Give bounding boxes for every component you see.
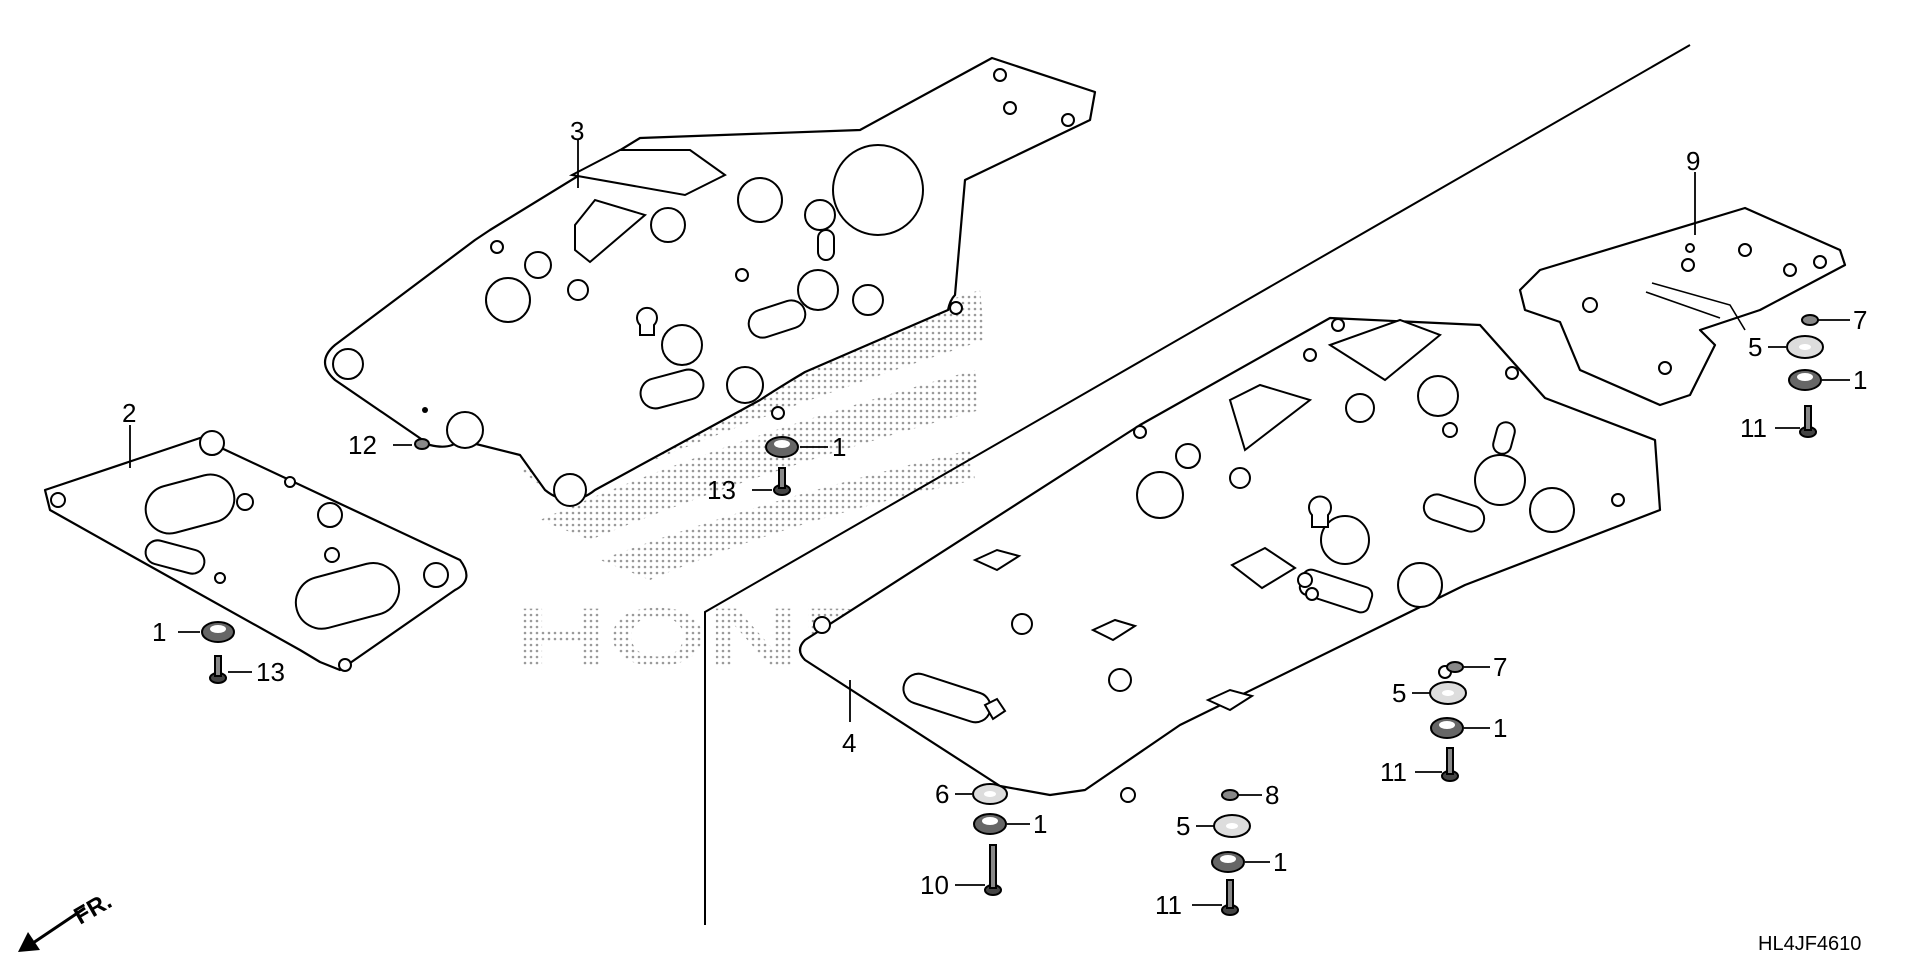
washer-5a	[1786, 335, 1824, 359]
washer-5b	[1429, 681, 1467, 705]
callout-11-bracket: 11	[1740, 413, 1767, 443]
separator-line	[704, 44, 1691, 925]
bolt-13a	[773, 467, 791, 496]
bolt-11b	[1441, 747, 1459, 782]
callout-8-lower: 8	[1265, 780, 1279, 810]
washer-6	[972, 783, 1008, 805]
grommet-1f	[1211, 851, 1245, 873]
callout-5-lower: 5	[1176, 811, 1190, 841]
bracket-plate-9	[1518, 206, 1847, 407]
callout-12: 12	[348, 430, 377, 460]
main-skid-plate-4	[798, 316, 1662, 803]
callout-1-lower-right: 1	[1273, 847, 1287, 877]
bolt-13b	[209, 655, 227, 684]
nut-7b	[1446, 661, 1464, 673]
nut-7a	[1801, 314, 1819, 326]
bolt-11a	[1799, 405, 1817, 438]
bolt-10	[984, 844, 1002, 896]
callout-5-bracket: 5	[1748, 332, 1762, 362]
arrow-head-icon	[18, 932, 40, 952]
callout-11-main: 11	[1380, 757, 1407, 787]
washer-5c	[1213, 814, 1251, 838]
callout-labels: 3 2 4 9 12 1 13 1 13 7 5 1 11 7 5 1 11 6…	[122, 116, 1867, 920]
callout-10: 10	[920, 870, 949, 900]
callout-5-main: 5	[1392, 678, 1406, 708]
direction-label: FR.	[70, 887, 117, 930]
grommet-1a	[765, 436, 799, 458]
callout-1-main: 1	[1493, 713, 1507, 743]
callout-4: 4	[842, 728, 856, 758]
callout-2: 2	[122, 398, 136, 428]
nut-8a	[1221, 789, 1239, 801]
bolt-11c	[1221, 879, 1239, 916]
skid-plate-3	[323, 56, 1097, 507]
grommet-1d	[1430, 717, 1464, 739]
callout-13-upper: 13	[707, 475, 736, 505]
callout-1-lower-left: 1	[1033, 809, 1047, 839]
callout-1-bracket: 1	[1853, 365, 1867, 395]
grommet-1e	[973, 813, 1007, 835]
callout-7-bracket: 7	[1853, 305, 1867, 335]
callout-13-front: 13	[256, 657, 285, 687]
grommet-1c	[1788, 369, 1822, 391]
callout-7-main: 7	[1493, 652, 1507, 682]
nut-8b	[414, 438, 430, 450]
leader-lines	[129, 140, 1850, 906]
callout-3: 3	[570, 116, 584, 146]
callout-1-upper: 1	[832, 432, 846, 462]
callout-1-front: 1	[152, 617, 166, 647]
callout-11-lower: 11	[1155, 890, 1182, 920]
front-plate-2	[43, 430, 468, 672]
front-direction-arrow: FR.	[18, 887, 116, 952]
grommet-1b	[201, 621, 235, 643]
diagram-code: HL4JF4610	[1758, 933, 1861, 955]
callout-9: 9	[1686, 146, 1700, 176]
callout-6: 6	[935, 779, 949, 809]
